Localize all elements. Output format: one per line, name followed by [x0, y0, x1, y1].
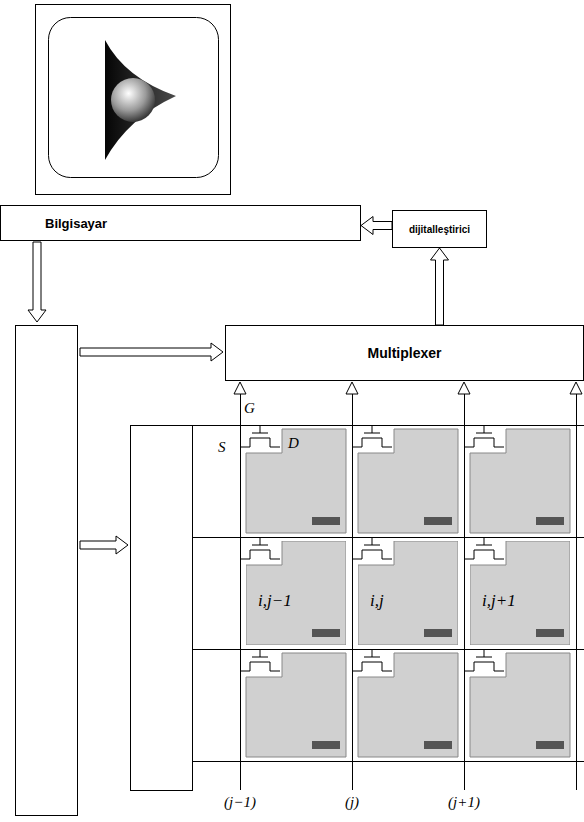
pixel-electrode [246, 429, 346, 533]
pixel-electrode [470, 429, 570, 533]
storage-capacitor [424, 517, 452, 525]
tft-switch [352, 662, 392, 671]
gate-line [193, 761, 584, 762]
gate-line [193, 537, 584, 538]
digitizer-box: dijitalleştirici [392, 210, 487, 248]
pixel-electrode [470, 541, 570, 645]
tft-gate [364, 649, 380, 657]
multiplexer-box: Multiplexer [225, 325, 584, 381]
amplifier-symbol [570, 382, 582, 394]
storage-capacitor [536, 517, 564, 525]
tft-switch [464, 438, 504, 447]
tft-switch [464, 550, 504, 559]
data-line [576, 394, 577, 790]
node-label: i,j [370, 591, 384, 611]
computer-box: Bilgisayar [0, 205, 361, 241]
amplifier-symbol [346, 382, 358, 394]
pixel-electrode [470, 653, 570, 757]
controller-box [16, 326, 78, 816]
storage-capacitor [536, 741, 564, 749]
lesion-image [111, 78, 155, 122]
tft-gate [252, 649, 268, 657]
tft-gate [476, 649, 492, 657]
block-arrow [80, 343, 223, 361]
pixel-electrode [246, 541, 346, 645]
tft-switch [240, 662, 280, 671]
breast-image [105, 40, 176, 160]
storage-capacitor [424, 629, 452, 637]
node-label: i,j+1 [482, 591, 516, 611]
tft-switch [464, 662, 504, 671]
gate-line [193, 425, 584, 426]
storage-capacitor [312, 629, 340, 637]
gate-driver-box [131, 426, 193, 791]
tft-gate [476, 537, 492, 545]
monitor-screen [49, 18, 219, 178]
column-index: (j) [345, 795, 359, 810]
pixel-electrode [246, 653, 346, 757]
storage-capacitor [312, 517, 340, 525]
tft-gate [252, 537, 268, 545]
signal-arrow [361, 217, 392, 235]
data-line [464, 394, 465, 790]
tft-switch [240, 438, 280, 447]
tft-switch [240, 550, 280, 559]
column-index: (j−1) [224, 795, 256, 810]
pixel-cell: i,j [358, 541, 458, 645]
storage-capacitor [312, 741, 340, 749]
tft-switch [352, 550, 392, 559]
data-line [240, 394, 241, 790]
node-label: Multiplexer [368, 345, 442, 361]
amplifier-symbol [234, 382, 246, 394]
tft-gate [476, 425, 492, 433]
terminal-name: S [218, 440, 226, 455]
node-label: i,j−1 [258, 591, 292, 611]
pixel-electrode [358, 653, 458, 757]
tft-gate [364, 537, 380, 545]
tft-gate [364, 425, 380, 433]
column-index: (j+1) [448, 795, 480, 810]
block-arrow [28, 242, 46, 322]
tft-switch [352, 438, 392, 447]
terminal-name: G [244, 401, 255, 416]
pixel-cell: i,j−1 [246, 541, 346, 645]
node-label: Bilgisayar [45, 216, 107, 231]
storage-capacitor [536, 629, 564, 637]
gate-line [193, 649, 584, 650]
pixel-cell: i,j+1 [470, 541, 570, 645]
amplifier-symbol [458, 382, 470, 394]
storage-capacitor [424, 741, 452, 749]
block-arrow [80, 536, 128, 554]
signal-arrow [431, 248, 449, 325]
tft-gate [252, 425, 268, 433]
pixel-electrode [358, 541, 458, 645]
pixel-electrode [358, 429, 458, 533]
pixel-grid [193, 382, 584, 790]
data-line [352, 394, 353, 790]
terminal-name: D [288, 436, 299, 451]
monitor-frame [36, 5, 231, 195]
node-label: dijitalleştirici [409, 224, 470, 235]
